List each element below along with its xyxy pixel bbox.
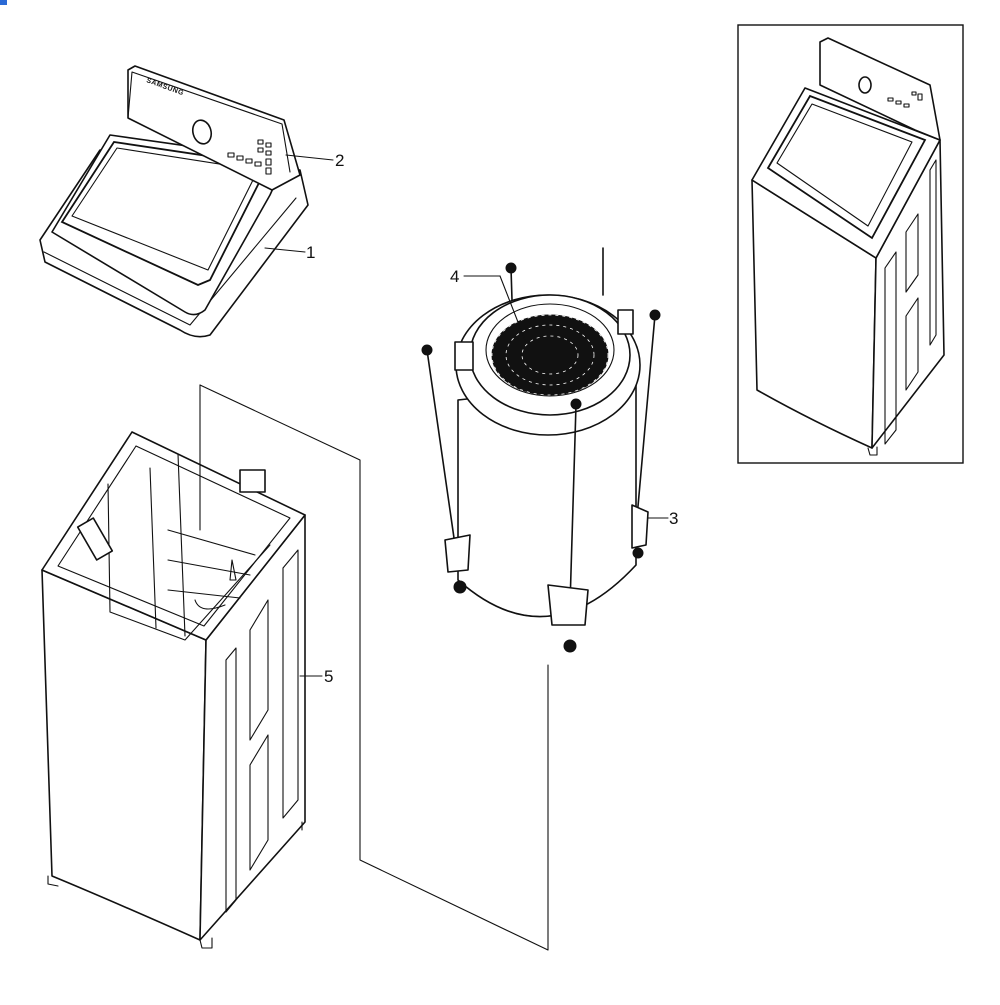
callout-5: 5 <box>324 667 333 686</box>
callout-2: 2 <box>335 151 344 170</box>
inset-frame <box>737 24 964 464</box>
assembled-washer-inset <box>737 24 964 464</box>
wash-basket <box>491 314 609 396</box>
callout-4: 4 <box>450 267 459 286</box>
cabinet-assembly <box>41 431 323 949</box>
corner-accent-mark <box>0 0 7 5</box>
top-cover-assembly: SAMSUNG <box>39 65 334 338</box>
alignment-line-cabinet <box>199 384 549 951</box>
control-buttons <box>227 139 272 175</box>
callout-3: 3 <box>669 509 678 528</box>
callout-1: 1 <box>306 243 315 262</box>
tub-suspension-assembly <box>421 247 669 653</box>
control-panel: SAMSUNG <box>127 65 301 191</box>
